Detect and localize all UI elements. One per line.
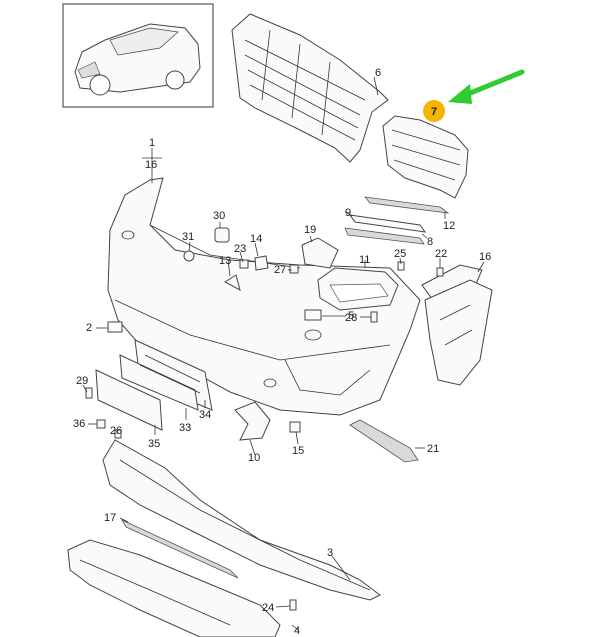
label-30: 30 [213,210,225,222]
part-21-rail [349,419,419,463]
part-16-side-bracket [421,264,493,386]
label-17: 17 [104,512,116,524]
part-12-strip [364,196,450,214]
label-8: 8 [427,236,433,248]
label-34: 34 [199,409,211,421]
part-6-grille-frame [231,13,389,163]
label-15: 15 [292,445,304,457]
leader-lines [82,76,485,631]
label-2: 2 [86,322,92,334]
highlight-arrow [448,69,525,104]
label-23: 23 [234,243,246,255]
label-9: 9 [345,207,351,219]
label-29: 29 [76,375,88,387]
trim-strips [344,196,450,245]
label-3: 3 [327,547,333,559]
label-14: 14 [250,233,262,245]
label-16-left: 16 [145,159,157,171]
label-11: 11 [359,254,370,266]
part-10-trim [234,401,271,441]
label-12: 12 [443,220,455,232]
part-19-bracket [301,237,339,269]
label-28: 28 [345,312,357,324]
label-21: 21 [427,443,439,455]
part-35 [95,369,163,431]
label-4: 4 [294,625,300,637]
part-9-strip [348,214,427,233]
part-33 [119,354,199,411]
label-36: 36 [73,418,85,430]
label-27: 27 [274,264,286,276]
part-7-grille-insert [382,115,469,199]
label-19: 19 [304,224,316,236]
part-17-strip [121,519,239,579]
part-3-lower-spoiler [102,439,381,601]
vehicle-thumbnail [62,3,214,108]
license-plate-brackets [95,339,213,431]
label-10: 10 [248,452,260,464]
label-22: 22 [435,248,447,260]
label-26: 26 [110,425,122,437]
part-8-strip [344,227,425,245]
label-13: 13 [219,255,231,267]
label-24: 24 [262,602,274,614]
label-33: 33 [179,422,191,434]
label-1: 1 [149,137,155,149]
part-labels: 1 16 2 3 4 5 6 7 8 9 10 11 12 13 14 15 1… [73,67,491,637]
label-16-right: 16 [479,251,491,263]
label-6: 6 [375,67,381,79]
label-35: 35 [148,438,160,450]
part-4-underbody-panel [67,539,281,637]
label-25: 25 [394,248,406,260]
label-7: 7 [431,106,437,118]
label-31: 31 [182,231,194,243]
part-11-fog-surround [317,267,399,311]
label-5: 5 [348,310,354,322]
highlight-circle [423,100,445,122]
fasteners [85,227,444,611]
